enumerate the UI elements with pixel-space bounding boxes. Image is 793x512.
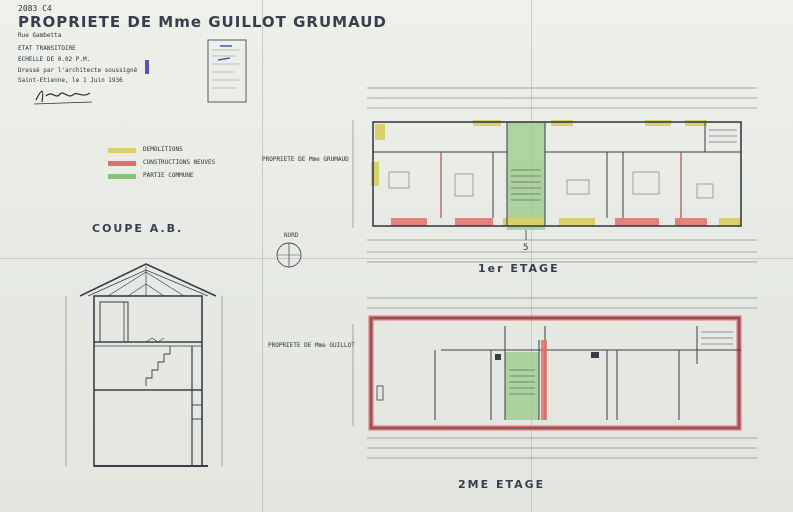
title-line: Dressé par l'architecte soussigné: [18, 67, 138, 74]
fold-line: [262, 0, 263, 512]
legend-label: DEMOLITIONS: [143, 146, 183, 153]
approval-stamp: [207, 39, 247, 103]
title-line: Saint-Etienne, le 1 Juin 1936: [18, 77, 123, 84]
fold-line: [531, 0, 532, 512]
legend-label: PARTIE COMMUNE: [143, 172, 194, 179]
compass: NORD: [276, 232, 302, 268]
legend-swatch-common: [108, 174, 136, 179]
plan-owner-label: PROPRIETE DE Mme GRUMAUD: [262, 156, 349, 163]
plan-title: 2ME ETAGE: [458, 478, 546, 491]
section-drawing: [65, 263, 223, 467]
plan-owner-label: PROPRIETE DE Mme GUILLOT: [268, 342, 355, 349]
floor-plan-2: [352, 297, 757, 459]
section-title: COUPE A.B.: [92, 222, 184, 235]
section-marker: 5: [523, 243, 528, 253]
fold-line: [0, 258, 793, 259]
legend-swatch-constructions: [108, 161, 136, 166]
legend-label: CONSTRUCTIONS NEUVES: [143, 159, 216, 166]
reference-number: 2083 C4: [18, 4, 52, 13]
compass-label: NORD: [284, 232, 299, 239]
title-line: ECHELLE DE 0.02 P.M.: [18, 56, 91, 63]
signature: [33, 90, 93, 105]
floor-plan-1: 5: [352, 87, 757, 263]
plan-title: 1er ETAGE: [478, 262, 560, 275]
owner-title: PROPRIETE DE Mme GUILLOT GRUMAUD: [18, 13, 387, 31]
ink-mark: [145, 60, 149, 74]
street-name: Rue Gambetta: [18, 32, 62, 39]
title-line: ETAT TRANSITOIRE: [18, 45, 76, 52]
legend-swatch-demolitions: [108, 148, 136, 153]
